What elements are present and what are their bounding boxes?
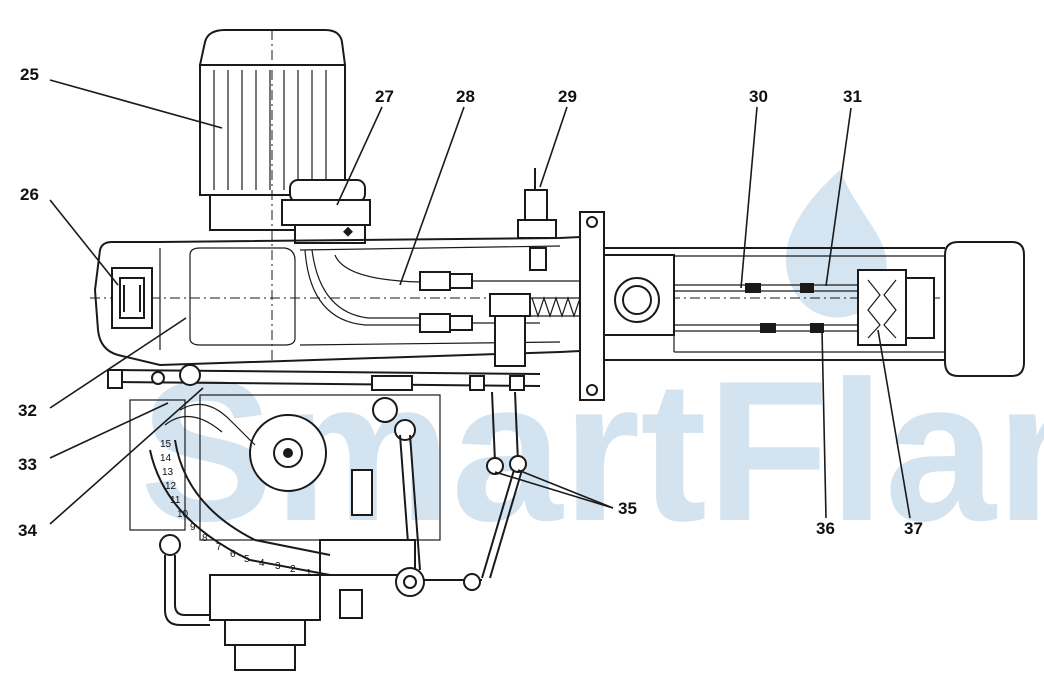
scale-mark: 9 — [190, 522, 196, 533]
callout-label-36: 36 — [816, 519, 835, 538]
callout-label-28: 28 — [456, 87, 475, 106]
callouts: 25 26 27 28 29 30 31 32 33 34 35 36 37 — [18, 65, 923, 540]
fuel-lines — [304, 249, 600, 333]
callout-label-35: 35 — [618, 499, 637, 518]
scale-mark: 4 — [259, 558, 265, 569]
blast-tube — [604, 241, 1025, 377]
callout-label-33: 33 — [18, 455, 37, 474]
scale-mark: 3 — [275, 561, 281, 572]
servo-unit — [129, 394, 482, 671]
scale-mark: 15 — [160, 439, 172, 450]
scale-mark: 11 — [170, 495, 181, 506]
scale-mark: 13 — [162, 467, 174, 478]
scale-mark: 8 — [202, 533, 208, 544]
callout-label-37: 37 — [904, 519, 923, 538]
scale-mark: 5 — [244, 554, 250, 565]
connection-box — [281, 179, 371, 244]
callout-label-29: 29 — [558, 87, 577, 106]
scale-mark: 6 — [230, 549, 236, 560]
scale-mark: 12 — [165, 481, 177, 492]
mounting-flange — [579, 211, 675, 401]
ignition-holder — [517, 168, 557, 271]
scale-mark: 2 — [290, 564, 296, 575]
spring-assembly — [489, 293, 585, 367]
callout-label-25: 25 — [20, 65, 39, 84]
leader-lines — [49, 79, 911, 525]
callout-label-30: 30 — [749, 87, 768, 106]
scale-mark: 10 — [177, 509, 189, 520]
callout-label-34: 34 — [18, 521, 37, 540]
callout-label-26: 26 — [20, 185, 39, 204]
callout-label-31: 31 — [843, 87, 862, 106]
scale-mark: 7 — [216, 542, 222, 553]
scale-mark: 1 — [306, 568, 312, 579]
linkage-rods — [107, 364, 541, 579]
scale-mark: 14 — [160, 453, 172, 464]
callout-label-32: 32 — [18, 401, 37, 420]
callout-label-27: 27 — [375, 87, 394, 106]
position-scale: 1 2 3 4 5 6 7 8 9 10 11 12 13 14 15 — [160, 439, 312, 579]
burner-housing — [90, 234, 980, 367]
